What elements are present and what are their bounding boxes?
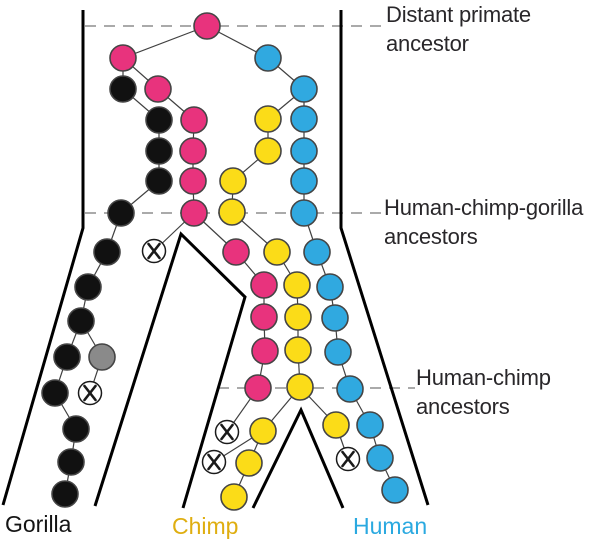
extinct-lineage-node xyxy=(201,449,227,475)
gene-node-blue xyxy=(366,444,394,472)
gene-node-black xyxy=(145,167,173,195)
species-tube-outline xyxy=(93,231,247,509)
annotation-line-1: Distant primate xyxy=(386,2,531,27)
gene-node-yellow xyxy=(254,137,282,165)
gene-node-magenta xyxy=(250,303,278,331)
x-mark-icon xyxy=(341,450,355,468)
label-human: Human xyxy=(353,513,428,539)
gene-node-magenta xyxy=(180,199,208,227)
x-mark-icon xyxy=(83,384,97,402)
gene-node-black xyxy=(109,75,137,103)
gene-node-blue xyxy=(290,105,318,133)
gene-node-black xyxy=(62,415,90,443)
gene-node-yellow xyxy=(286,373,314,401)
gene-node-yellow xyxy=(284,303,312,331)
annotation-line-2: ancestor xyxy=(386,31,469,56)
gene-node-blue xyxy=(324,338,352,366)
gene-node-blue xyxy=(290,75,318,103)
label-chimp: Chimp xyxy=(172,513,239,539)
gene-node-blue xyxy=(290,137,318,165)
species-tube-outline xyxy=(1,10,85,506)
gene-node-yellow xyxy=(218,198,246,226)
gene-node-yellow xyxy=(249,417,277,445)
label-gorilla: Gorilla xyxy=(5,511,72,537)
gene-node-magenta xyxy=(179,167,207,195)
gene-node-yellow xyxy=(254,105,282,133)
gene-node-black xyxy=(93,238,121,266)
annotation-line-1: Human-chimp-gorilla xyxy=(384,195,584,220)
gene-node-magenta xyxy=(193,12,221,40)
gene-node-black xyxy=(53,343,81,371)
gene-node-blue xyxy=(303,238,331,266)
gene-node-black xyxy=(67,307,95,335)
gene-node-yellow xyxy=(220,483,248,511)
gene-node-blue xyxy=(356,411,384,439)
gene-node-yellow xyxy=(322,411,350,439)
gene-node-yellow xyxy=(283,271,311,299)
gene-node-black xyxy=(145,137,173,165)
species-tube-outline xyxy=(339,10,430,506)
gene-node-blue xyxy=(381,476,409,504)
gene-node-blue xyxy=(336,375,364,403)
annotation-human-chimp-ancestors: Human-chimp ancestors xyxy=(416,363,551,421)
gene-node-yellow xyxy=(235,449,263,477)
x-mark-icon xyxy=(147,242,161,260)
gene-node-black xyxy=(74,273,102,301)
gene-node-magenta xyxy=(244,374,272,402)
annotation-line-2: ancestors xyxy=(384,224,478,249)
gene-node-magenta xyxy=(144,75,172,103)
annotation-distant-primate-ancestor: Distant primate ancestor xyxy=(386,0,531,58)
gene-node-magenta xyxy=(109,44,137,72)
gene-node-yellow xyxy=(284,336,312,364)
gene-node-black xyxy=(57,448,85,476)
gene-node-magenta xyxy=(179,137,207,165)
gene-node-gray xyxy=(88,343,116,371)
gene-node-magenta xyxy=(250,271,278,299)
gene-node-black xyxy=(41,379,69,407)
x-mark-icon xyxy=(207,453,221,471)
gene-node-magenta xyxy=(222,238,250,266)
extinct-lineage-node xyxy=(77,380,103,406)
extinct-lineage-node xyxy=(214,419,240,445)
annotation-line-2: ancestors xyxy=(416,394,510,419)
gene-node-blue xyxy=(290,167,318,195)
annotation-human-chimp-gorilla-ancestors: Human-chimp-gorilla ancestors xyxy=(384,193,583,251)
gene-node-black xyxy=(107,199,135,227)
gene-node-blue xyxy=(321,304,349,332)
species-tube-outline xyxy=(251,406,345,509)
extinct-lineage-node xyxy=(141,238,167,264)
gene-node-yellow xyxy=(263,238,291,266)
x-mark-icon xyxy=(220,423,234,441)
lineage-edge xyxy=(122,25,208,59)
gene-node-blue xyxy=(254,44,282,72)
gene-node-yellow xyxy=(219,167,247,195)
extinct-lineage-node xyxy=(335,446,361,472)
gene-node-blue xyxy=(290,199,318,227)
gene-node-blue xyxy=(316,273,344,301)
gene-node-black xyxy=(51,480,79,508)
gene-node-magenta xyxy=(251,337,279,365)
gene-node-black xyxy=(145,106,173,134)
gene-node-magenta xyxy=(180,106,208,134)
annotation-line-1: Human-chimp xyxy=(416,365,551,390)
